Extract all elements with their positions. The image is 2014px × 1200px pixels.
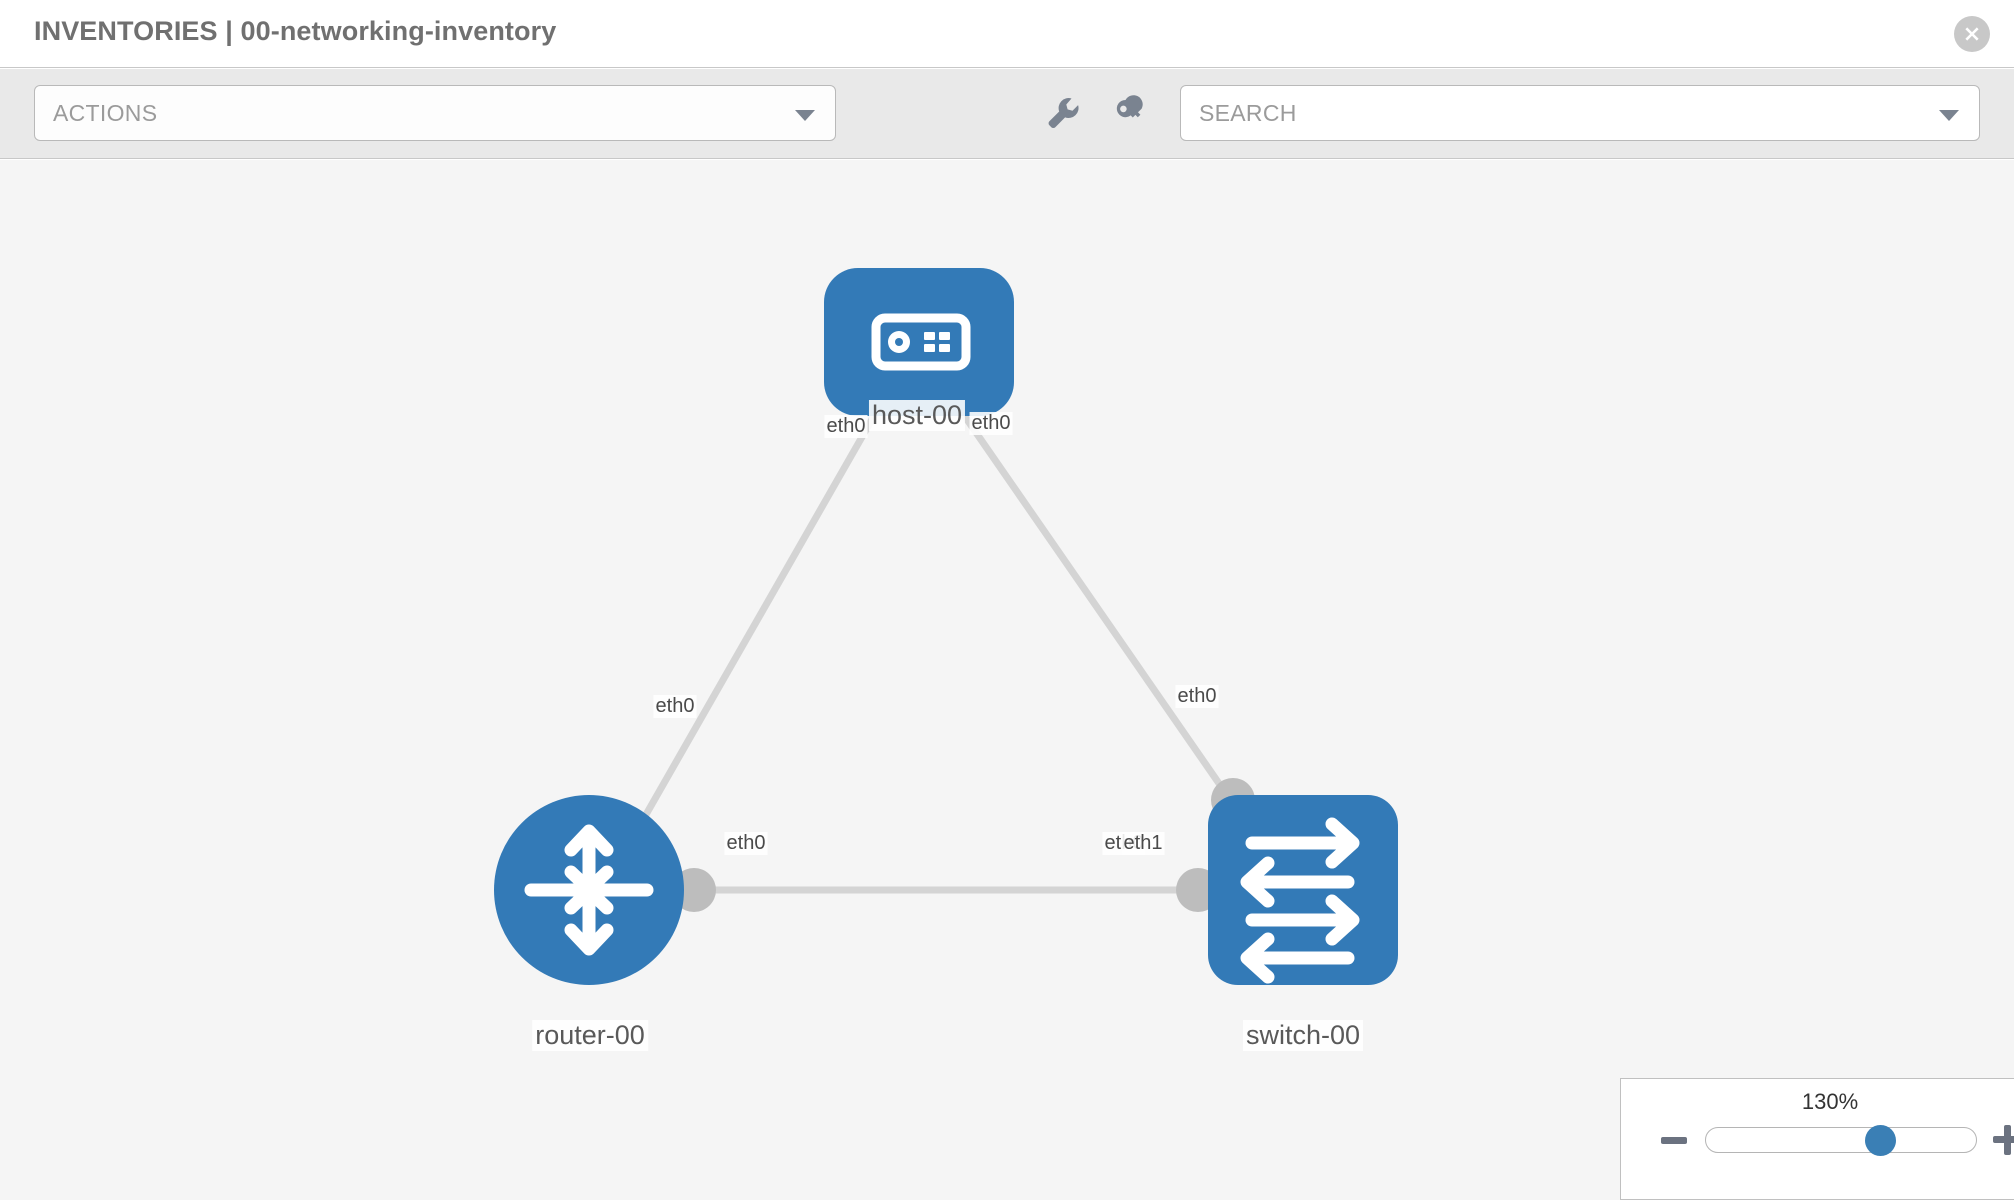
node-label-router-00: router-00 <box>532 1020 648 1051</box>
iface-label-host-left: eth0 <box>824 415 868 438</box>
minus-icon[interactable] <box>1661 1137 1687 1144</box>
node-label-host-00: host-00 <box>868 400 966 431</box>
page-header: INVENTORIES | 00-networking-inventory <box>0 0 2014 68</box>
topology-canvas[interactable]: eth0 host-00 eth0 eth0 eth0 router-00 et… <box>0 160 2014 1200</box>
node-host-00[interactable] <box>824 268 1014 416</box>
iface-label-switch-left-b: eth1 <box>1121 832 1165 855</box>
node-router-00[interactable] <box>494 795 684 985</box>
link-host-switch[interactable] <box>947 393 1275 862</box>
node-label-switch-00: switch-00 <box>1242 1020 1364 1051</box>
topology-graph <box>494 268 1398 985</box>
chevron-down-icon <box>795 110 815 121</box>
actions-dropdown-label: ACTIONS <box>53 100 158 126</box>
topology-links <box>616 393 1275 894</box>
search-placeholder: SEARCH <box>1199 100 1297 126</box>
node-switch-00[interactable] <box>1208 795 1398 985</box>
search-input[interactable]: SEARCH <box>1180 85 1980 141</box>
zoom-level-value: 130% <box>1801 1089 1859 1114</box>
wrench-icon[interactable] <box>1040 90 1086 136</box>
link-connectors <box>672 366 1255 912</box>
zoom-slider-thumb[interactable] <box>1865 1125 1896 1156</box>
close-icon[interactable] <box>1954 16 1990 52</box>
iface-label-router-up: eth0 <box>653 695 697 718</box>
chevron-down-icon[interactable] <box>1939 110 1959 121</box>
iface-label-router-right: eth0 <box>724 832 768 855</box>
link-host-router[interactable] <box>616 393 890 862</box>
plus-icon[interactable] <box>1993 1125 2014 1155</box>
page-title: INVENTORIES | 00-networking-inventory <box>34 16 557 46</box>
zoom-slider[interactable] <box>1705 1127 1977 1153</box>
iface-label-switch-up: eth0 <box>1175 685 1219 708</box>
actions-dropdown[interactable]: ACTIONS <box>34 85 836 141</box>
iface-label-host-right: eth0 <box>969 412 1013 435</box>
key-icon[interactable] <box>1108 90 1154 136</box>
zoom-control-panel: 130% <box>1620 1078 2014 1200</box>
